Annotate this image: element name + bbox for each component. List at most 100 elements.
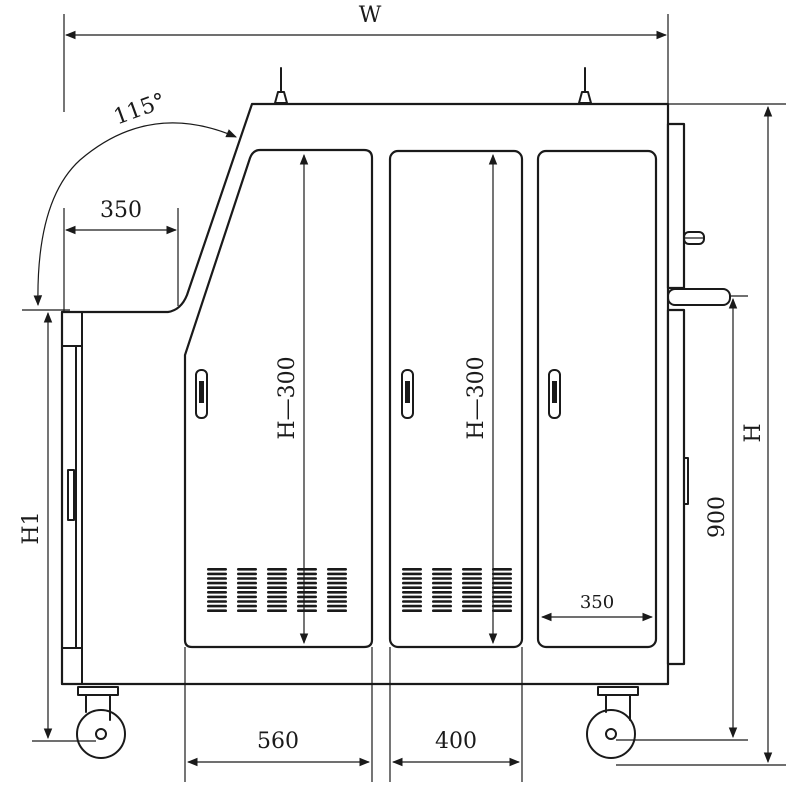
vent-slot bbox=[267, 600, 287, 603]
vent-slot bbox=[402, 595, 422, 599]
caster-left bbox=[76, 686, 126, 759]
middle-door-width-label: 400 bbox=[435, 729, 477, 754]
vent-slot bbox=[237, 600, 257, 603]
vent-slot bbox=[297, 595, 317, 599]
vent-slot bbox=[402, 600, 422, 603]
right-door-width-dimension: 350 bbox=[540, 592, 654, 622]
vent-slot bbox=[492, 586, 512, 589]
vent-slot bbox=[402, 577, 422, 580]
vent-slot bbox=[432, 581, 452, 585]
vent-slot bbox=[432, 595, 452, 599]
door-height-label-middle: H—300 bbox=[464, 356, 489, 439]
vent-slot bbox=[327, 572, 347, 576]
vent-slot bbox=[432, 609, 452, 612]
door-height-dimension-left: H—300 bbox=[275, 153, 309, 645]
vent-slot bbox=[327, 591, 347, 594]
lifting-hook-left bbox=[274, 67, 288, 104]
door-height-dimension-middle: H—300 bbox=[464, 153, 498, 645]
vent-slot bbox=[492, 604, 512, 608]
vent-slot bbox=[297, 604, 317, 608]
vent-slot bbox=[402, 586, 422, 589]
vent-slot bbox=[207, 577, 227, 580]
left-door-width-dimension: 560 bbox=[184, 647, 373, 782]
vent-slot bbox=[327, 595, 347, 599]
vent-slot bbox=[462, 586, 482, 589]
vent-slot bbox=[402, 591, 422, 594]
door-handle-left bbox=[195, 369, 208, 419]
water-outlet-pipe bbox=[667, 288, 731, 306]
vent-slot bbox=[327, 604, 347, 608]
caster-right bbox=[586, 686, 639, 759]
vent-slot bbox=[432, 591, 452, 594]
vent-slot bbox=[462, 595, 482, 599]
door-handle-right bbox=[548, 369, 561, 419]
vent-slot bbox=[267, 572, 287, 576]
vent-slot bbox=[297, 586, 317, 589]
vent-slot bbox=[432, 572, 452, 576]
vent-slot bbox=[402, 609, 422, 612]
total-height-dimension: H bbox=[616, 103, 786, 766]
vent-slot bbox=[237, 609, 257, 612]
side-height-dimension: 900 bbox=[616, 295, 748, 741]
lifting-hook-right bbox=[578, 67, 592, 104]
vent-slot bbox=[327, 600, 347, 603]
vent-slot bbox=[432, 604, 452, 608]
water-inlet-fitting bbox=[683, 231, 705, 245]
vent-slot bbox=[267, 604, 287, 608]
vent-slot bbox=[462, 581, 482, 585]
vent-slot bbox=[462, 609, 482, 612]
vent-slot bbox=[492, 595, 512, 599]
vent-slot bbox=[297, 581, 317, 585]
vent-slot bbox=[327, 581, 347, 585]
vent-slot bbox=[207, 604, 227, 608]
vent-slot bbox=[462, 604, 482, 608]
vent-slot bbox=[492, 600, 512, 603]
vent-slot bbox=[267, 568, 287, 571]
right-side-panel bbox=[666, 122, 689, 666]
vent-slot bbox=[402, 568, 422, 571]
total-height-label: H bbox=[741, 423, 766, 442]
vent-slot bbox=[402, 581, 422, 585]
vent-slot bbox=[327, 586, 347, 589]
left-side-panel bbox=[61, 311, 83, 685]
vent-slot bbox=[207, 595, 227, 599]
vent-slot bbox=[207, 572, 227, 576]
vent-slot bbox=[297, 591, 317, 594]
vent-slot bbox=[237, 577, 257, 580]
vent-slot bbox=[267, 591, 287, 594]
vent-slot bbox=[237, 591, 257, 594]
vent-slot bbox=[462, 572, 482, 576]
right-door-width-label: 350 bbox=[580, 592, 614, 613]
side-height-label: 900 bbox=[705, 496, 730, 538]
door-right bbox=[536, 149, 658, 649]
vent-slot bbox=[207, 586, 227, 589]
vent-slot bbox=[237, 568, 257, 571]
vent-slot bbox=[327, 577, 347, 580]
vent-slot bbox=[297, 609, 317, 612]
vent-slot bbox=[297, 572, 317, 576]
top-depth-dimension: 350 bbox=[63, 198, 179, 312]
width-dimension: W bbox=[63, 3, 669, 112]
vent-slot bbox=[237, 586, 257, 589]
h1-label: H1 bbox=[19, 511, 44, 544]
vent-slot bbox=[267, 586, 287, 589]
vent-slot bbox=[237, 581, 257, 585]
h1-dimension: H1 bbox=[19, 309, 96, 742]
vent-slot bbox=[462, 568, 482, 571]
vent-slot bbox=[492, 577, 512, 580]
vent-slot bbox=[207, 591, 227, 594]
vent-slot bbox=[267, 609, 287, 612]
vent-slot bbox=[432, 577, 452, 580]
vent-slot bbox=[207, 600, 227, 603]
door-handle-middle bbox=[401, 369, 414, 419]
vent-slot bbox=[462, 600, 482, 603]
vent-slot bbox=[237, 604, 257, 608]
vent-slot bbox=[462, 577, 482, 580]
vent-slot bbox=[492, 581, 512, 585]
top-depth-label: 350 bbox=[100, 198, 142, 223]
vent-slot bbox=[402, 604, 422, 608]
vent-slot bbox=[297, 568, 317, 571]
width-label: W bbox=[359, 3, 382, 28]
vent-slot bbox=[402, 572, 422, 576]
